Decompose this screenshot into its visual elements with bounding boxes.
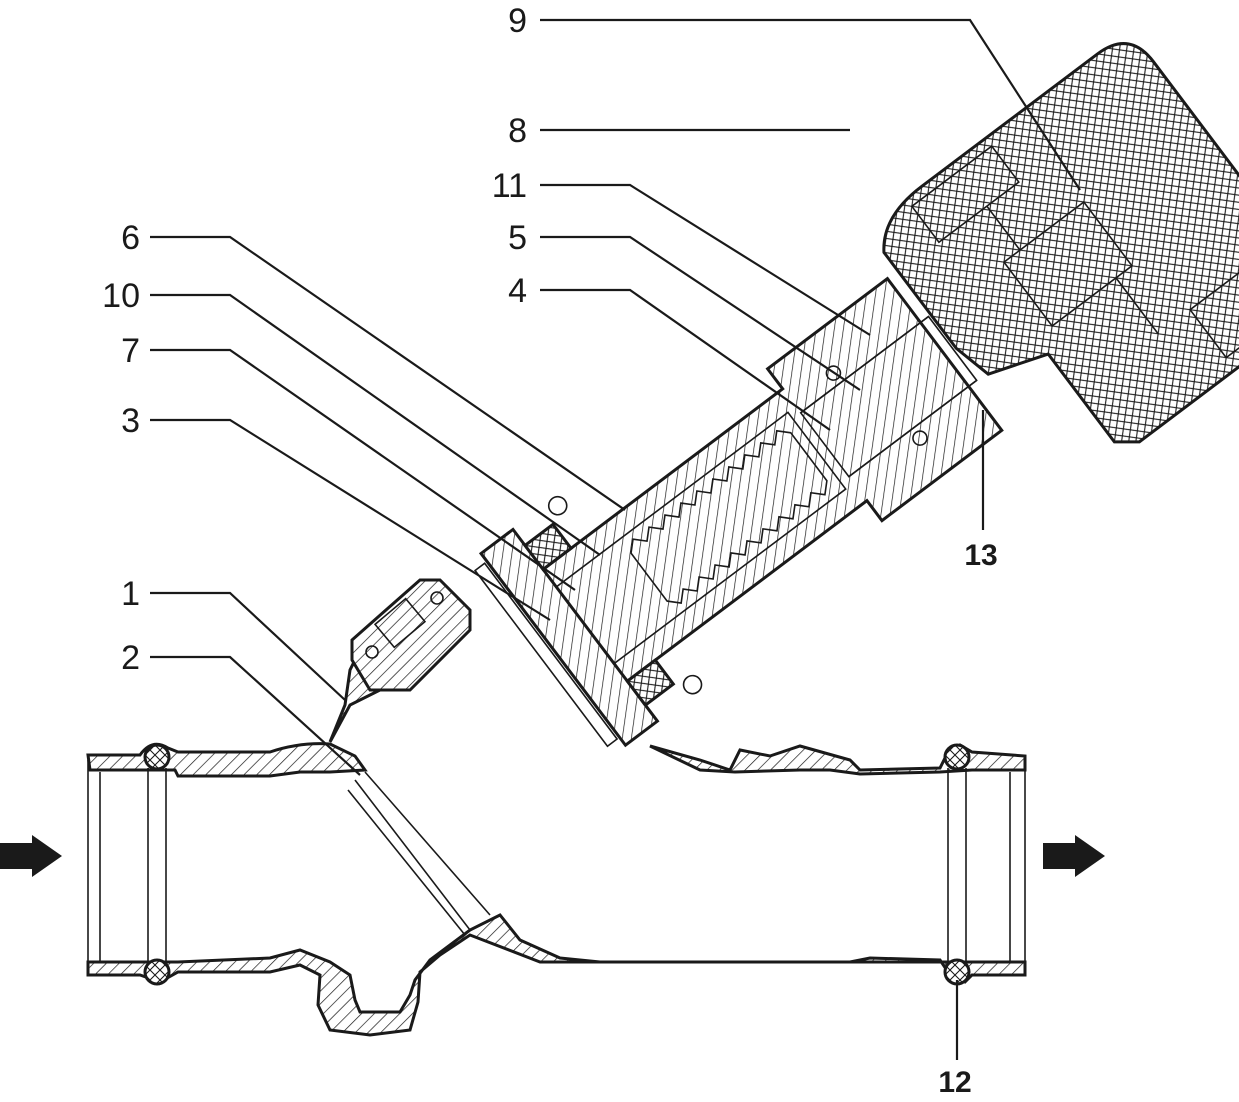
valve-body <box>86 742 1027 1037</box>
callout-2: 2 <box>121 639 140 677</box>
handwheel <box>882 42 1239 444</box>
callout-10: 10 <box>102 277 140 315</box>
valve-seat <box>328 648 491 936</box>
callout-3: 3 <box>121 402 140 440</box>
callout-12: 12 <box>938 1066 971 1099</box>
callout-1: 1 <box>121 575 140 613</box>
callout-9: 9 <box>508 2 527 40</box>
callout-8: 8 <box>508 112 527 150</box>
callout-6: 6 <box>121 219 140 257</box>
leaders <box>150 18 1081 1060</box>
callout-7: 7 <box>121 332 140 370</box>
callout-labels: 9 8 11 5 4 6 10 7 3 1 2 13 12 <box>102 2 998 1099</box>
callout-5: 5 <box>508 219 527 257</box>
bonnet-assembly <box>473 276 1004 748</box>
flow-arrow-inlet-icon <box>0 835 62 877</box>
o-ring-left <box>143 743 171 986</box>
bellows <box>630 429 828 604</box>
flow-arrow-outlet-icon <box>1043 835 1105 877</box>
callout-4: 4 <box>508 272 527 310</box>
stem-thread <box>799 315 978 478</box>
test-port <box>350 578 472 692</box>
callout-11: 11 <box>492 167 527 205</box>
o-ring-right <box>943 743 971 986</box>
callout-13: 13 <box>964 539 997 572</box>
